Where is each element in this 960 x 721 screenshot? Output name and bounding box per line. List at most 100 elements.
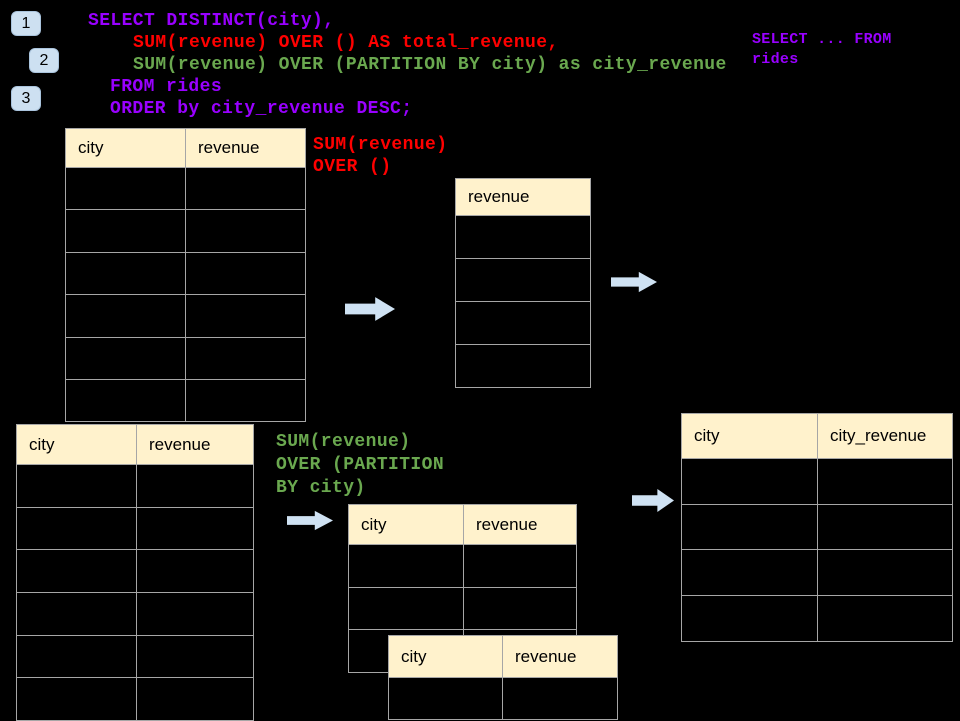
column-header-revenue: revenue (515, 646, 577, 666)
arrow-right-icon (287, 510, 333, 531)
column-header-city: city (349, 505, 464, 544)
table-body (17, 464, 253, 721)
column-header-revenue: revenue (468, 187, 530, 206)
table-city-revenue-result: city city_revenue (681, 413, 953, 642)
side-note-line-2: rides (752, 51, 799, 68)
arrow-right-icon (345, 297, 395, 321)
sql-line-total-sum: SUM(revenue) OVER () AS total_revenue, (133, 33, 559, 53)
table-cell (137, 465, 253, 507)
table-cell (17, 593, 137, 635)
table-row (17, 464, 253, 507)
table-row (456, 215, 590, 258)
table-row (17, 634, 253, 678)
table-row (66, 167, 305, 210)
table-header: city revenue (66, 129, 305, 167)
table-total-revenue: revenue (455, 178, 591, 388)
table-source-bottom: city revenue (16, 424, 254, 721)
arrow-right-icon (632, 489, 674, 512)
table-cell (186, 338, 305, 379)
step-badge-1: 1 (11, 11, 41, 36)
table-cell (349, 587, 464, 630)
annotation-total-line-1: SUM(revenue) (313, 135, 448, 155)
table-cell (66, 295, 186, 337)
table-header: city revenue (389, 636, 617, 677)
table-cell (682, 504, 818, 550)
sql-line-from: FROM rides (110, 77, 223, 97)
table-partition-overlay: city revenue (388, 635, 618, 720)
table-cell (66, 252, 186, 295)
column-header-revenue: revenue (198, 138, 260, 157)
table-row (682, 595, 952, 641)
table-cell (17, 507, 137, 550)
table-row (682, 458, 952, 504)
table-header: city revenue (17, 425, 253, 464)
table-cell (456, 216, 590, 258)
column-header-city: city (66, 129, 186, 167)
table-row (17, 506, 253, 550)
table-row (349, 544, 576, 587)
table-cell (66, 379, 186, 422)
table-header: city revenue (349, 505, 576, 544)
table-cell (464, 588, 576, 630)
sql-line-order-by: ORDER by city_revenue DESC; (110, 99, 413, 119)
table-cell (389, 678, 503, 719)
table-cell (186, 168, 305, 209)
table-cell (186, 253, 305, 294)
table-cell (818, 550, 952, 595)
table-cell (137, 678, 253, 720)
sql-line-select: SELECT DISTINCT(city), (88, 11, 335, 31)
table-cell (456, 259, 590, 301)
table-cell (186, 380, 305, 421)
column-header-revenue: revenue (476, 514, 538, 534)
table-body (389, 677, 617, 719)
table-cell (137, 550, 253, 592)
table-cell (17, 550, 137, 593)
table-body (682, 458, 952, 641)
table-body (66, 167, 305, 422)
table-row (17, 592, 253, 635)
table-row (456, 344, 590, 387)
table-cell (66, 168, 186, 210)
table-row (66, 378, 305, 422)
table-row (66, 336, 305, 379)
column-header-city-revenue: city_revenue (830, 426, 927, 445)
step-badge-3: 3 (11, 86, 41, 111)
side-note-line-1: SELECT ... FROM (752, 31, 892, 48)
table-header: revenue (456, 179, 590, 215)
table-cell (818, 596, 952, 641)
column-header-city: city (389, 636, 503, 677)
table-cell (682, 596, 818, 641)
table-row (456, 258, 590, 301)
table-row (66, 251, 305, 295)
table-cell (137, 636, 253, 678)
annotation-total-line-2: OVER () (313, 157, 392, 177)
table-cell (456, 302, 590, 344)
table-partition-step: city revenue (348, 504, 577, 674)
table-cell (66, 337, 186, 379)
sql-line-partition-sum: SUM(revenue) OVER (PARTITION BY city) as… (133, 55, 727, 75)
annotation-partition-line-3: BY city) (276, 478, 366, 498)
table-cell (137, 508, 253, 550)
table-cell (186, 210, 305, 251)
table-row (17, 677, 253, 721)
table-source-top: city revenue (65, 128, 306, 423)
table-cell (349, 545, 464, 587)
table-cell (464, 545, 576, 587)
table-row (66, 294, 305, 337)
table-cell (186, 295, 305, 336)
arrow-right-icon (611, 271, 657, 293)
column-header-city: city (17, 425, 137, 464)
table-cell (682, 550, 818, 596)
table-cell (682, 459, 818, 504)
table-row (682, 549, 952, 596)
table-row (66, 209, 305, 252)
table-cell (17, 635, 137, 678)
table-row (682, 503, 952, 550)
table-row (456, 301, 590, 344)
column-header-revenue: revenue (149, 434, 211, 454)
table-row (349, 586, 576, 630)
table-body (456, 215, 590, 387)
step-badge-2: 2 (29, 48, 59, 73)
table-cell (17, 678, 137, 721)
